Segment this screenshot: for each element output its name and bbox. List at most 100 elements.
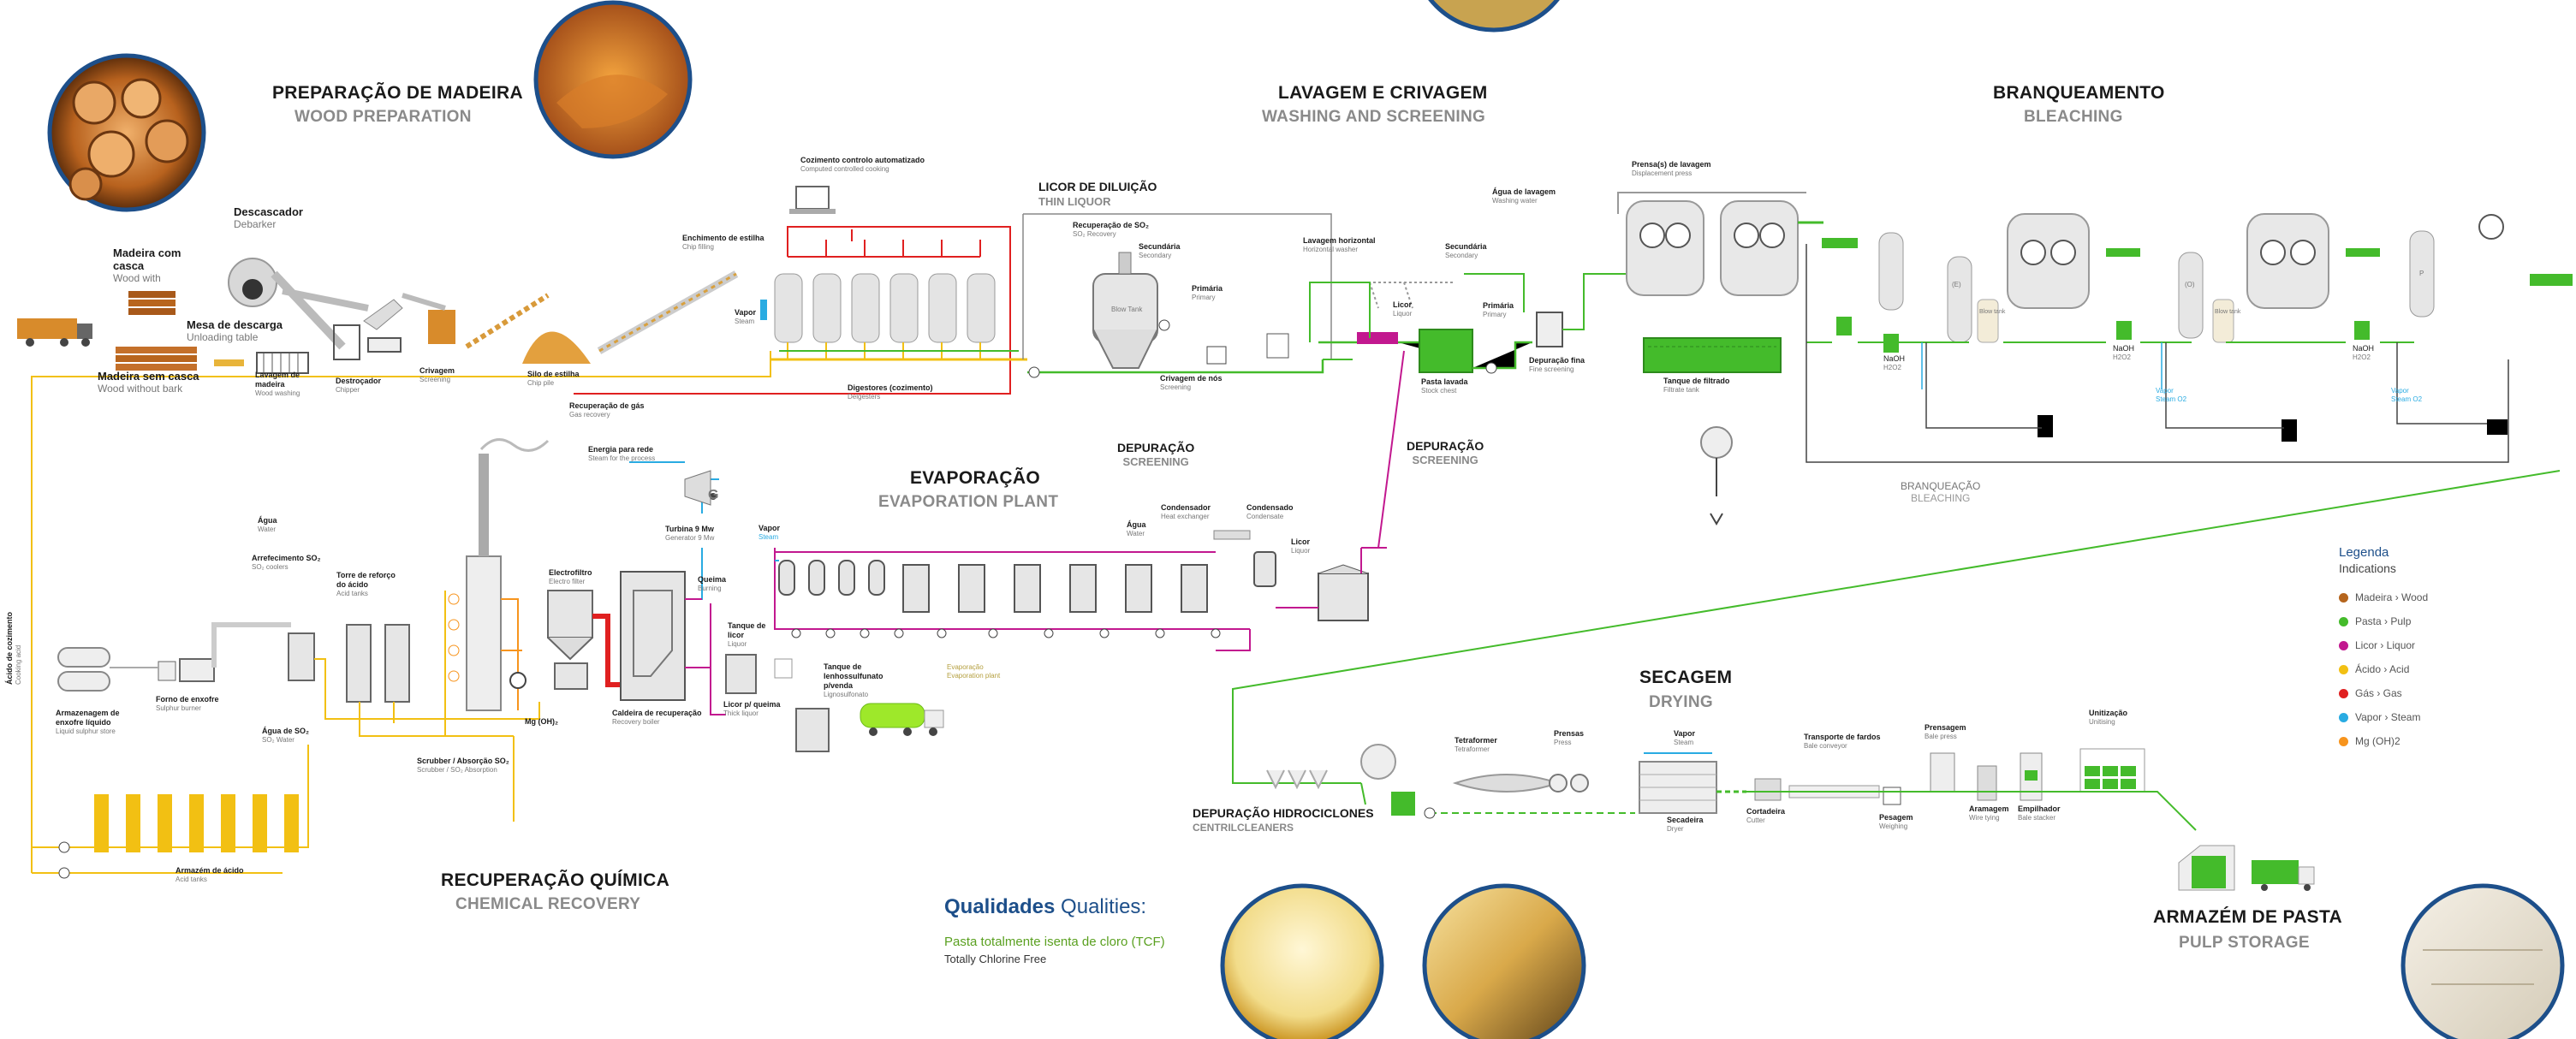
liquor-storage-tank [1301,548,1387,620]
chip-conveyor [599,274,736,351]
press-rolls [1550,775,1588,792]
photo-pulp [1223,886,1382,1039]
label-blow-tank-e: Blow tank [1979,308,2005,317]
label-chipper: Destroçador Chipper [336,377,381,395]
label-primary-1: Primária Primary [1192,284,1223,302]
label-recovery-boiler: Caldeira de recuperação Recovery boiler [612,709,702,727]
label-energy: Energia para rede Steam for the process [588,445,655,463]
legend-items: Madeira › WoodPasta › PulpLicor › Liquor… [2339,591,2428,747]
digesters [760,227,1027,364]
legend-item: Gás › Gas [2339,687,2428,699]
label-scrubber: Scrubber / Absorção SO₂ Scrubber / SO₂ A… [417,757,509,775]
label-washing-water: Água de lavagem Washing water [1492,187,1556,205]
label-wire-tying: Aramagem Wire tying [1969,804,2009,822]
displacement-presses [1618,193,1806,295]
legend-item-label: Madeira › Wood [2355,591,2428,603]
photo-bales [2403,886,2562,1039]
label-mg-oh: Mg (OH)₂ [525,717,558,727]
photo-roll [1425,886,1584,1039]
legend-color-dot-icon [2339,641,2348,650]
warehouse-truck [2179,846,2314,891]
label-unloading-table: Mesa de descarga Unloading table [187,318,283,343]
electro-filter [548,591,621,689]
chemical-title: RECUPERAÇÃO QUÍMICA [441,870,669,891]
label-displacement-press: Prensa(s) de lavagem Displacement press [1632,160,1711,178]
label-blow-e: (E) [1952,281,1961,289]
label-screening: Crivagem Screening [419,366,455,384]
legend-color-dot-icon [2339,617,2348,626]
legend-title: Legenda [2339,545,2428,561]
acid-main-line [32,351,1010,873]
label-tetraformer: Tetraformer Tetraformer [1455,736,1497,754]
label-secondary-1: Secundária Secondary [1139,242,1181,260]
bleach-drain-pump [1701,427,1732,524]
legend-subtitle: Indications [2339,561,2428,576]
label-blow-o: (O) [2185,281,2195,289]
screening-box [402,295,455,344]
generator-g-icon: G [708,488,718,503]
wood-prep-title: PREPARAÇÃO DE MADEIRA [272,83,523,104]
label-sulphur-burner: Forno de enxofre Sulphur burner [156,695,219,713]
label-gas-recovery: Recuperação de gás Gas recovery [569,401,645,419]
label-blow-tank-o: Blow tank [2215,308,2240,317]
condensate-tank [1214,531,1301,608]
wood-truck [17,318,92,347]
label-evap-liquor: Licor Liquor [1291,537,1310,555]
legend-item: Licor › Liquor [2339,639,2428,651]
label-dryer: Secadeira Dryer [1667,816,1704,834]
qualities-block: Qualidades Qualities: Pasta totalmente i… [944,895,1165,965]
photo-logs [50,56,204,210]
label-naoh-2: NaOH H2O2 [2113,344,2134,362]
legend-item: Madeira › Wood [2339,591,2428,603]
legend-item: Ácido › Acid [2339,663,2428,675]
legend-item-label: Pasta › Pulp [2355,615,2411,627]
lignosulfonate-tank [796,709,829,751]
bleaching-subtitle: BLEACHING [2024,108,2123,127]
label-steam-digester: Vapor Steam [735,308,756,326]
label-fine-screening: Depuração fina Fine screening [1529,356,1585,374]
legend-item-label: Licor › Liquor [2355,639,2415,651]
label-naoh-3: NaOH H2O2 [2353,344,2374,362]
so2-coolers [214,625,314,680]
label-bleaching-center: BRANQUEAÇÃO BLEACHING [1901,480,1980,504]
label-centricleaners: DEPURAÇÃO HIDROCICLONES CENTRILCLEANERS [1193,806,1374,834]
label-so2-water: Água de SO₂ SO₂ Water [262,727,309,745]
label-knot-screen: Crivagem de nós Screening [1160,374,1223,392]
label-wood-with-bark: Madeira com casca Wood with [113,246,199,284]
photo-chips [536,3,690,157]
legend-item-label: Mg (OH)2 [2355,735,2400,747]
acid-storage-tanks [32,745,308,878]
label-liquor-tank: Tanque de licor Liquor [728,621,770,649]
label-bale-press: Prensagem Bale press [1925,723,1966,741]
dryer [1639,753,1746,813]
chip-pile [467,295,591,364]
filtrate-tank [1644,338,1781,372]
turbine [629,462,717,505]
acid-towers [347,625,409,702]
drying-subtitle: DRYING [1649,693,1713,712]
label-cutter: Cortadeira Cutter [1746,807,1785,825]
qualities-title-en: Qualities: [1061,895,1146,918]
evaporators [775,548,1250,650]
label-debarker: Descascador Debarker [234,205,303,230]
label-cooking-acid: Ácido de cozimento Cooking acid [5,612,23,685]
label-liquor-1: Licor Liquor [1393,300,1412,318]
legend-color-dot-icon [2339,737,2348,746]
lignosulfonate-truck [860,704,943,736]
scrubber-tower [449,440,548,710]
legend-item: Mg (OH)2 [2339,735,2428,747]
label-primary-2: Primária Primary [1483,301,1514,319]
label-acid-towers: Torre de reforço do ácido Acid tanks [336,571,396,598]
centricleaners [1267,745,1415,816]
evaporation-subtitle: EVAPORATION PLANT [878,493,1058,512]
label-turbine: Turbina 9 Mw Generator 9 Mw [665,525,714,543]
stock-chest [1419,330,1532,373]
legend-item-label: Gás › Gas [2355,687,2402,699]
label-horizontal-washer: Lavagem horizontal Horizontal washer [1303,236,1376,254]
computer-terminal [789,187,836,214]
label-chip-pile: Silo de estilha Chip pile [527,370,580,388]
label-so2-recovery: Recuperação de SO₂ SO₂ Recovery [1073,221,1149,239]
bleaching-title: BRANQUEAMENTO [1993,83,2165,104]
qualities-line-2: Totally Chlorine Free [944,953,1165,965]
